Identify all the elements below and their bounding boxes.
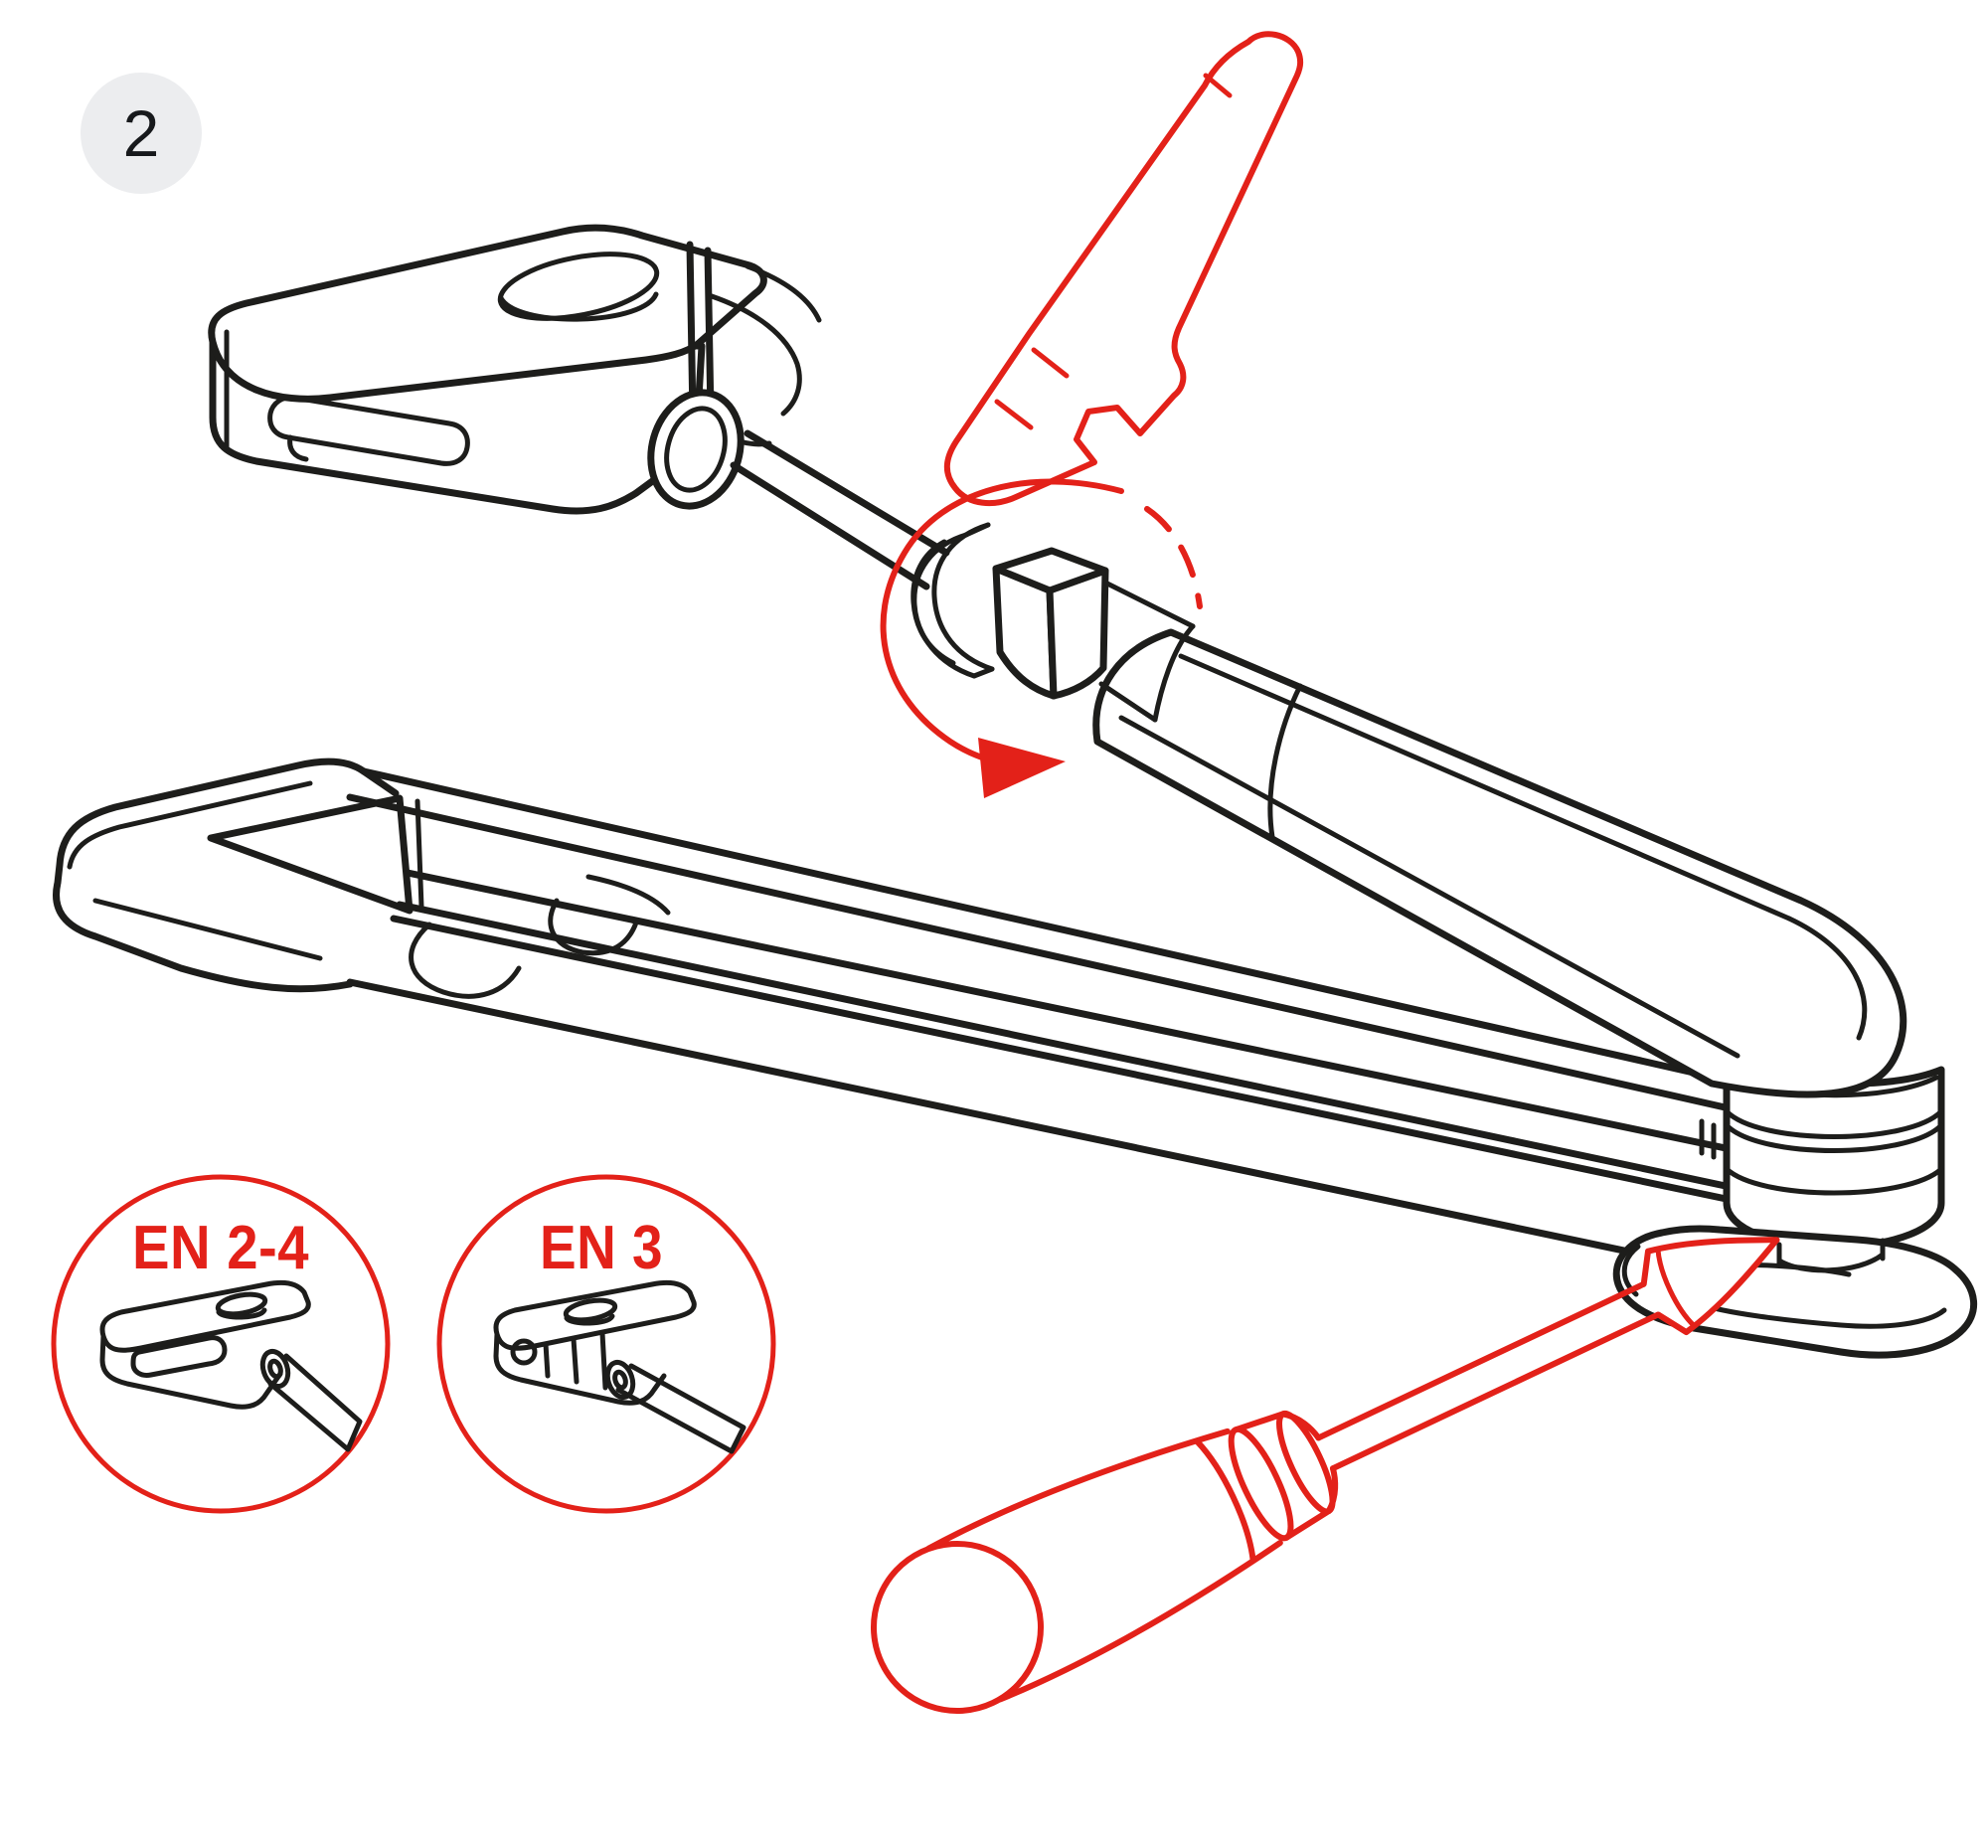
piston-arm: [1092, 628, 1907, 1098]
detail-circle-en3: EN 3: [436, 1174, 776, 1514]
detail-circle-outline: [51, 1174, 391, 1514]
detail-circle-en24: EN 2-4: [51, 1174, 391, 1514]
detail-circle-outline: [436, 1174, 776, 1514]
shoe-mini-drawing-en3: [493, 1279, 746, 1454]
wrench-icon: [943, 31, 1304, 506]
step-badge-circle: [81, 73, 202, 194]
detail-circle-label: EN 3: [540, 1214, 663, 1282]
locknut: [992, 547, 1196, 723]
detail-circle-label: EN 2-4: [132, 1214, 309, 1282]
screwdriver-icon: [871, 1237, 1780, 1714]
step-number-badge: 2: [81, 73, 202, 194]
step-number: 2: [123, 96, 160, 170]
main-arm: [53, 757, 1763, 1268]
arm-shoe-bracket: [208, 224, 822, 515]
rotation-arrow-icon: [880, 478, 1203, 798]
shoe-mini-drawing-en24: [99, 1279, 363, 1452]
